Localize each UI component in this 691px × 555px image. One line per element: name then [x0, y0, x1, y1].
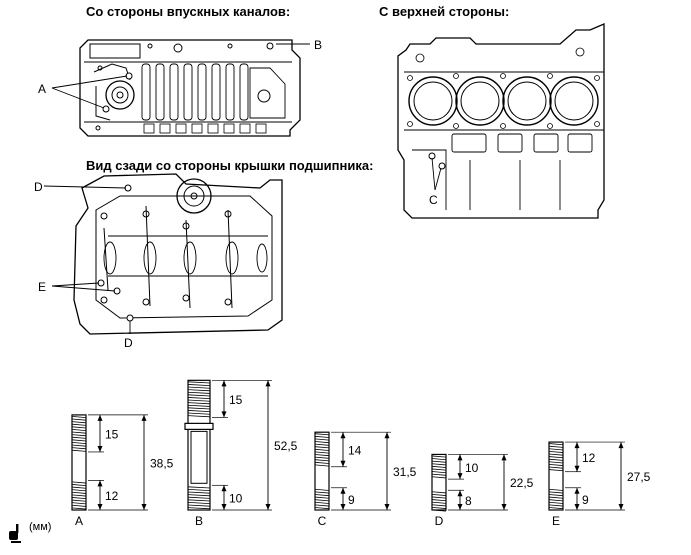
callout-b: B [314, 38, 322, 52]
bolt-d-dim-upper-arrow-top [457, 454, 463, 461]
callout-e: E [38, 280, 46, 294]
note-icon [9, 524, 21, 543]
bolt-d-upper-label: 10 [465, 461, 479, 475]
bolt-e-id-label: E [552, 514, 560, 528]
bolt-e-dim-lower-arrow-bottom [574, 504, 580, 510]
bolt-c-dim-upper-arrow-bottom [340, 460, 346, 467]
bolt-e-lower-label: 9 [582, 493, 589, 507]
bolt-b-thread-upper [187, 381, 211, 418]
bolt-d-dim-total-arrow-top [501, 454, 507, 461]
bolt-a-thread-upper [71, 416, 87, 452]
bolt-c-upper-label: 14 [348, 443, 362, 457]
bolt-c-dim-total-arrow-bottom [384, 504, 390, 510]
callout-c: C [429, 193, 438, 207]
bolt-d-body [431, 453, 447, 511]
bolt-a-dim-lower-arrow-top [97, 480, 103, 487]
bolt-b-collar [184, 422, 214, 430]
bolt-c-thread-lower [314, 488, 330, 510]
bolt-e-dim-total-arrow-top [618, 442, 624, 449]
bolt-e-total-label: 27,5 [627, 470, 651, 484]
bolt-d-dim-lower-arrow-top [457, 490, 463, 497]
heading-top-side: С верхней стороны: [379, 4, 510, 19]
bolt-c-dim-lower-arrow-top [340, 487, 346, 494]
bolt-b-dim-lower-arrow-top [221, 485, 227, 492]
bolt-a-dim-total-arrow-bottom [141, 504, 147, 510]
bolt-dimensions: 15 12 38,5A 15 10 52,5B 14 9 31,5C 10 8 22,5D 12 9 27,… [71, 379, 651, 528]
bolt-a-lower-label: 12 [105, 489, 119, 503]
bolt-b-dim-upper-arrow-top [221, 380, 227, 387]
heading-rear-view: Вид сзади со стороны крышки подшипника: [86, 158, 374, 173]
bolt-b-upper-label: 15 [229, 393, 243, 407]
bolt-a-dim-upper-arrow-top [97, 414, 103, 421]
bolt-b-dim-lower-arrow-bottom [221, 504, 227, 510]
bolt-d-total-label: 22,5 [510, 476, 534, 490]
bolt-a-thread-lower [71, 481, 87, 510]
bolt-e-dim-total-arrow-bottom [618, 504, 624, 510]
bolt-b-dim-total-arrow-bottom [265, 504, 271, 510]
bolt-b-dim-upper-arrow-bottom [221, 411, 227, 418]
units-note: (мм) [9, 521, 51, 543]
bolt-e-dim-upper-arrow-top [574, 442, 580, 449]
callout-d-top: D [34, 180, 43, 194]
bolt-c-thread-upper [314, 433, 330, 467]
units-label: (мм) [29, 521, 51, 533]
bolt-d-thread-upper [431, 455, 447, 479]
callout-leaders [43, 43, 442, 334]
callout-a: A [38, 82, 46, 96]
top-view [397, 23, 605, 219]
intake-side-view [79, 39, 301, 137]
bolt-c-dim-lower-arrow-bottom [340, 504, 346, 510]
bolt-e-thread-lower [548, 488, 564, 510]
bolt-c-total-label: 31,5 [393, 465, 417, 479]
bolt-d-dim-lower-arrow-bottom [457, 504, 463, 510]
bolt-d-lower-label: 8 [465, 494, 472, 508]
bolt-a-dim-upper-arrow-bottom [97, 445, 103, 452]
bolt-d-thread-lower [431, 491, 447, 512]
callout-d-bottom: D [124, 336, 133, 350]
bolt-c-lower-label: 9 [348, 493, 355, 507]
bolt-a-id-label: A [75, 514, 83, 528]
bolt-a-body [71, 414, 87, 511]
bolt-e-dim-upper-arrow-bottom [574, 465, 580, 472]
heading-intake-side: Со стороны впускных каналов: [86, 4, 291, 19]
bolt-d-dim-upper-arrow-bottom [457, 473, 463, 480]
bolt-a-total-label: 38,5 [150, 456, 174, 470]
bolt-b-shank [190, 430, 208, 484]
bolt-b-lower-label: 10 [229, 492, 243, 506]
bolt-e-upper-label: 12 [582, 451, 596, 465]
bolt-b-dim-total-arrow-top [265, 380, 271, 387]
bolt-d-id-label: D [435, 514, 444, 528]
bolt-c-dim-upper-arrow-top [340, 432, 346, 439]
bolt-c-id-label: C [318, 514, 327, 528]
bolt-a-dim-lower-arrow-bottom [97, 504, 103, 510]
bolt-b-total-label: 52,5 [274, 439, 298, 453]
bolt-e-dim-lower-arrow-top [574, 487, 580, 494]
bolt-d-dim-total-arrow-bottom [501, 504, 507, 510]
bolt-a-upper-label: 15 [105, 427, 119, 441]
bolt-a-dim-total-arrow-top [141, 414, 147, 421]
bolt-c-dim-total-arrow-top [384, 432, 390, 439]
bolt-b-thread-lower [187, 486, 211, 510]
bolt-e-thread-upper [548, 443, 564, 472]
rear-view [73, 173, 283, 335]
bolt-b-id-label: B [195, 514, 203, 528]
